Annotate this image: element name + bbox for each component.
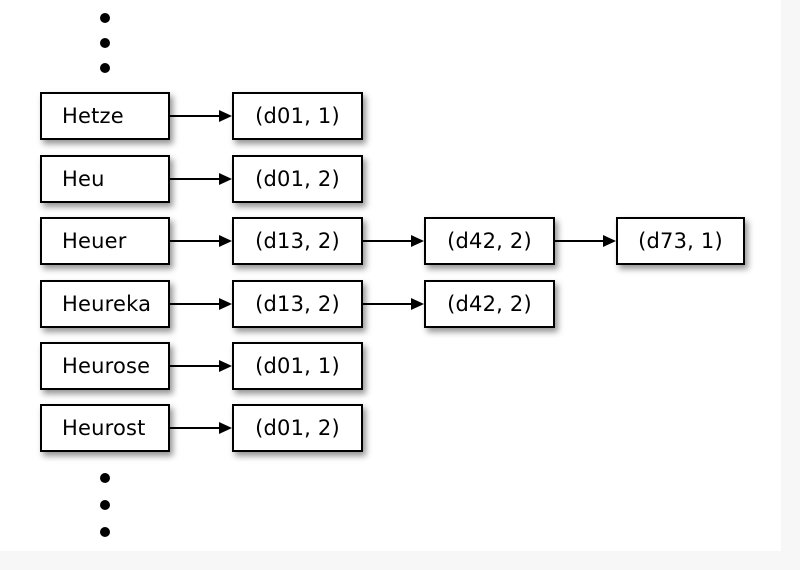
posting-box-r3-c3[interactable]: (d73, 1) bbox=[616, 217, 745, 265]
term-box-heurost[interactable]: Heurost bbox=[40, 404, 170, 452]
term-box-heu[interactable]: Heu bbox=[40, 155, 170, 203]
arrow-shaft bbox=[170, 365, 219, 367]
arrow-head bbox=[219, 110, 232, 122]
ellipsis-dot bbox=[100, 38, 110, 48]
arrow-shaft bbox=[363, 303, 411, 305]
arrow-head bbox=[219, 235, 232, 247]
term-box-heurose[interactable]: Heurose bbox=[40, 342, 170, 390]
arrow-r4-c1-to-c2 bbox=[363, 298, 424, 310]
arrow-head bbox=[219, 173, 232, 185]
arrow-head bbox=[219, 360, 232, 372]
posting-box-r4-c2[interactable]: (d42, 2) bbox=[424, 280, 555, 328]
arrow-r3-c2-to-c3 bbox=[555, 235, 616, 247]
arrow-shaft bbox=[170, 178, 219, 180]
arrow-heureka-to-posting-1 bbox=[170, 298, 232, 310]
posting-box-r2-c1[interactable]: (d01, 2) bbox=[232, 155, 363, 203]
arrow-shaft bbox=[170, 240, 219, 242]
arrow-heuer-to-posting-1 bbox=[170, 235, 232, 247]
arrow-heurose-to-posting-1 bbox=[170, 360, 232, 372]
arrow-head bbox=[411, 298, 424, 310]
arrow-shaft bbox=[170, 427, 219, 429]
arrow-shaft bbox=[363, 240, 411, 242]
arrow-shaft bbox=[170, 303, 219, 305]
posting-box-r6-c1[interactable]: (d01, 2) bbox=[232, 404, 363, 452]
posting-list-diagram: Hetze (d01, 1) Heu (d01, 2) Heuer (d13, … bbox=[40, 13, 745, 537]
ellipsis-dot bbox=[100, 500, 110, 510]
posting-box-r4-c1[interactable]: (d13, 2) bbox=[232, 280, 363, 328]
arrow-head bbox=[411, 235, 424, 247]
posting-box-r3-c1[interactable]: (d13, 2) bbox=[232, 217, 363, 265]
ellipsis-dot bbox=[100, 13, 110, 23]
term-box-hetze[interactable]: Hetze bbox=[40, 92, 170, 140]
posting-box-r1-c1[interactable]: (d01, 1) bbox=[232, 92, 363, 140]
term-box-heuer[interactable]: Heuer bbox=[40, 217, 170, 265]
arrow-hetze-to-posting-1 bbox=[170, 110, 232, 122]
arrow-heurost-to-posting-1 bbox=[170, 422, 232, 434]
diagram-canvas: Hetze (d01, 1) Heu (d01, 2) Heuer (d13, … bbox=[40, 13, 745, 537]
arrow-head bbox=[219, 298, 232, 310]
arrow-head bbox=[219, 422, 232, 434]
ellipsis-dot bbox=[100, 527, 110, 537]
arrow-heu-to-posting-1 bbox=[170, 173, 232, 185]
term-box-heureka[interactable]: Heureka bbox=[40, 280, 170, 328]
ellipsis-dot bbox=[100, 473, 110, 483]
arrow-head bbox=[603, 235, 616, 247]
posting-box-r5-c1[interactable]: (d01, 1) bbox=[232, 342, 363, 390]
posting-box-r3-c2[interactable]: (d42, 2) bbox=[424, 217, 555, 265]
arrow-shaft bbox=[555, 240, 603, 242]
ellipsis-dot bbox=[100, 63, 110, 73]
arrow-shaft bbox=[170, 115, 219, 117]
arrow-r3-c1-to-c2 bbox=[363, 235, 424, 247]
